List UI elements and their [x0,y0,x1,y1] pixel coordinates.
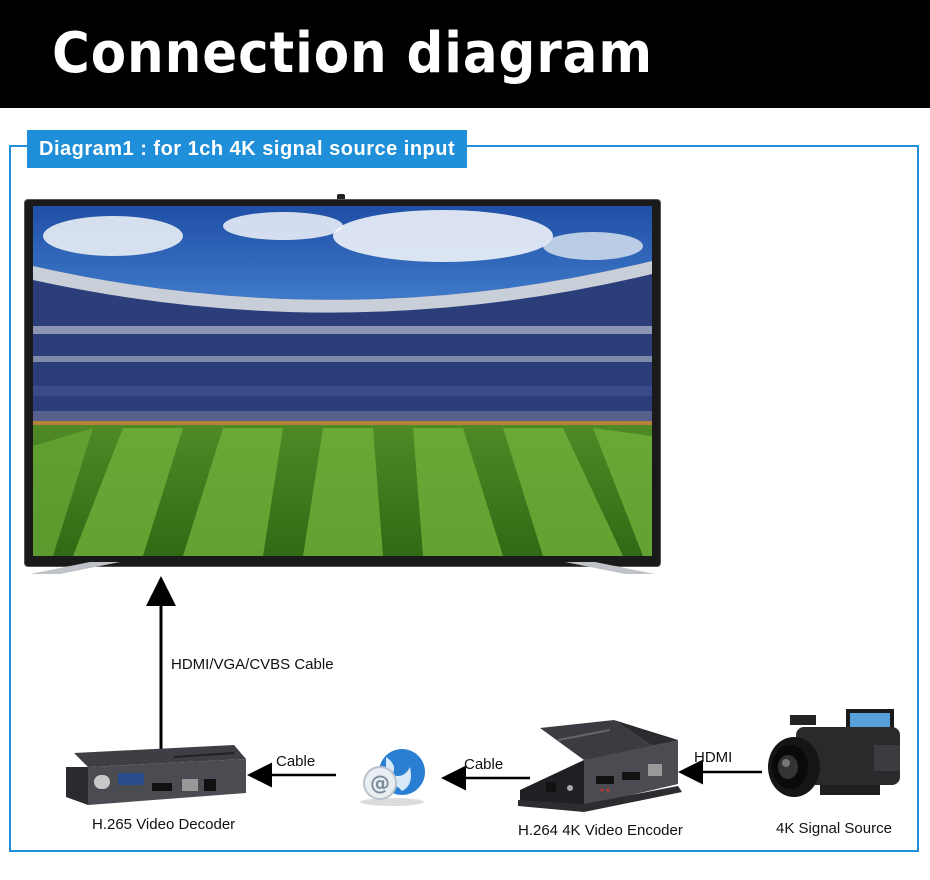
page-title: Connection diagram [52,21,653,86]
source-label: 4K Signal Source [776,820,892,837]
encoder-label: H.264 4K Video Encoder [518,822,683,839]
decoder-icon [66,745,246,805]
tv-stand-icon [30,562,655,574]
tv-icon [25,200,660,566]
decoder-label: H.265 Video Decoder [92,816,236,833]
hdmi-label: HDMI [694,749,733,766]
stadium-image [33,206,652,556]
header-bar: Connection diagram [0,0,930,108]
cable-label-encoder: Cable [464,756,504,773]
svg-text:@: @ [370,771,390,795]
diagram-tag: Diagram1 : for 1ch 4K signal source inpu… [27,130,468,168]
camera-icon [768,709,900,797]
hdmi-vga-cvbs-cable-label: HDMI/VGA/CVBS Cable [171,656,334,673]
tv-camera-nub [337,194,345,201]
encoder-icon [518,720,682,812]
network-globe-icon: @ [360,749,425,806]
cable-label-decoder: Cable [276,753,316,770]
